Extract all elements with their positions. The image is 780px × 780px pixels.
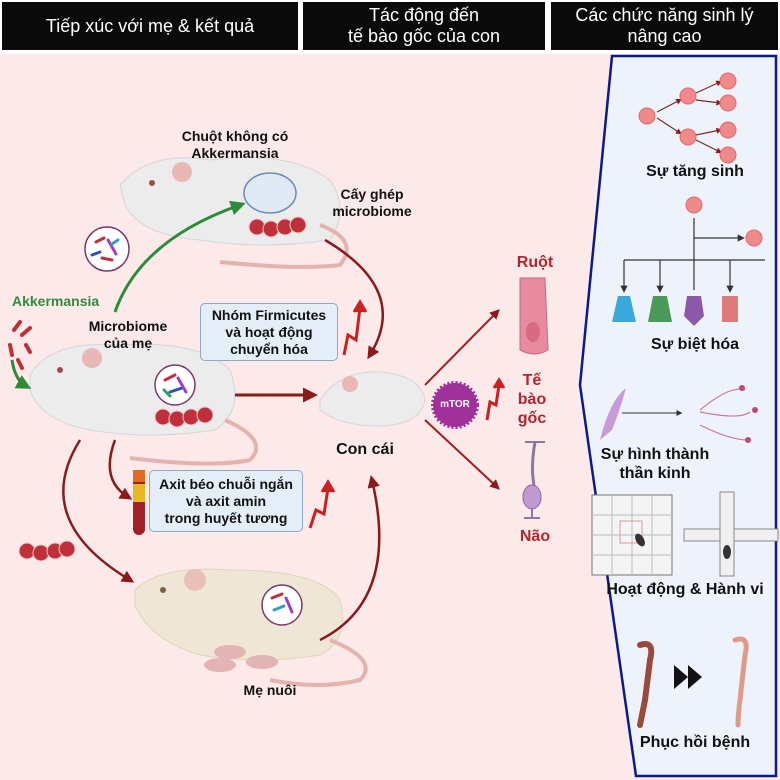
arrow-to-brain	[424, 419, 500, 490]
proliferation-icon	[638, 72, 737, 164]
akkermansia-bacteria-icon	[8, 320, 32, 370]
header-stem-cell-impact-line1: Tác động đến	[368, 5, 480, 25]
fast-forward-icon	[674, 665, 702, 689]
header-maternal-exposure-text: Tiếp xúc với mẹ & kết quả	[45, 15, 255, 36]
arrow-to-gut	[424, 309, 500, 386]
increase-arrow-icon	[342, 299, 368, 356]
mtor-label: mTOR	[440, 399, 470, 410]
mtor-icon	[431, 381, 479, 429]
arrow-transplant-to-offspring	[324, 238, 385, 360]
header-stem-cell-impact-line2: tế bào gốc của con	[347, 26, 501, 46]
arrow-to-foster	[62, 439, 135, 583]
increase-arrow-icon	[308, 479, 336, 529]
brain-label: Não	[519, 528, 551, 545]
arrow-green-transplant	[113, 200, 246, 313]
microbiome-icon	[84, 226, 130, 272]
recovery-label: Phục hồi bệnh	[639, 734, 751, 751]
intestine-icon	[18, 540, 76, 562]
spinal-cord-recovery-icon	[637, 636, 749, 728]
differentiation-label: Sự biệt hóa	[650, 336, 740, 353]
behavior-label: Hoạt động & Hành vi	[606, 581, 764, 598]
neurogenesis-icon	[600, 385, 758, 443]
arrow-foster-to-offspring	[319, 475, 381, 642]
open-field-test-icon	[591, 494, 673, 576]
header-enhanced-functions-line1: Các chức năng sinh lý	[575, 5, 754, 25]
arrow-green-akkermansia	[10, 359, 32, 389]
header-maternal-exposure: Tiếp xúc với mẹ & kết quả	[2, 2, 298, 50]
proliferation-label: Sự tăng sinh	[646, 163, 744, 180]
increase-arrow-icon	[485, 377, 506, 421]
foster-mother-mouse	[134, 568, 368, 687]
differentiation-icon	[612, 196, 765, 326]
offspring-mouse	[319, 371, 426, 427]
header-enhanced-functions-line2: nâng cao	[627, 26, 702, 46]
blood-tube-icon	[133, 470, 145, 535]
offspring-label: Con cái	[336, 441, 394, 458]
neural-stem-cell-icon	[522, 441, 545, 519]
functions-panel	[578, 54, 778, 778]
gut-label: Ruột	[516, 254, 554, 271]
akkermansia-label: Akkermansia	[12, 293, 100, 309]
arrow-to-plasma	[108, 439, 133, 500]
plus-maze-icon	[683, 491, 779, 577]
gut-cell-icon	[519, 277, 549, 355]
germ-free-mouse	[119, 157, 349, 269]
foster-mother-label: Mẹ nuôi	[243, 682, 297, 698]
maternal-mouse	[29, 343, 259, 466]
